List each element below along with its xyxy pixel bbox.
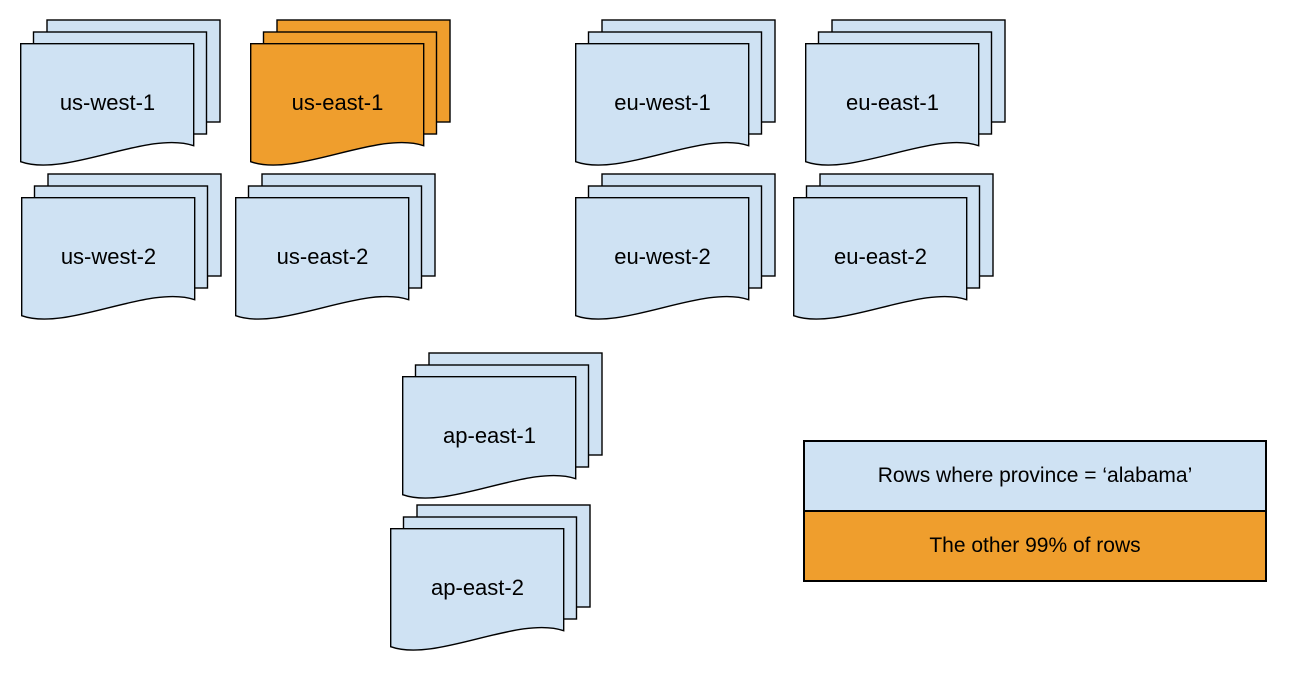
document-stack-icon <box>249 19 451 166</box>
document-stack-icon <box>21 173 222 320</box>
region-stack-eu-east-1: eu-east-1 <box>805 19 1006 172</box>
legend-label-alabama: Rows where province = ‘alabama’ <box>877 464 1193 487</box>
document-stack-icon <box>793 173 994 320</box>
region-stack-eu-east-2: eu-east-2 <box>793 173 994 326</box>
region-stack-eu-west-1: eu-west-1 <box>575 19 776 172</box>
region-stack-us-east-2: us-east-2 <box>234 173 436 326</box>
legend-row-other: The other 99% of rows <box>805 512 1265 580</box>
region-stack-us-west-2: us-west-2 <box>21 173 222 326</box>
region-stack-ap-east-1: ap-east-1 <box>402 352 603 505</box>
region-stack-ap-east-2: ap-east-2 <box>390 504 591 657</box>
document-stack-icon <box>575 19 776 166</box>
legend: Rows where province = ‘alabama’ The othe… <box>803 440 1267 582</box>
legend-label-other: The other 99% of rows <box>929 534 1141 557</box>
document-stack-icon <box>805 19 1006 166</box>
legend-row-alabama: Rows where province = ‘alabama’ <box>805 442 1265 512</box>
region-stack-us-west-1: us-west-1 <box>20 19 221 172</box>
region-stack-us-east-1: us-east-1 <box>249 19 451 172</box>
document-stack-icon <box>575 173 776 320</box>
region-stack-eu-west-2: eu-west-2 <box>575 173 776 326</box>
document-stack-icon <box>234 173 436 320</box>
document-stack-icon <box>390 504 591 651</box>
document-stack-icon <box>20 19 221 166</box>
document-stack-icon <box>402 352 603 499</box>
